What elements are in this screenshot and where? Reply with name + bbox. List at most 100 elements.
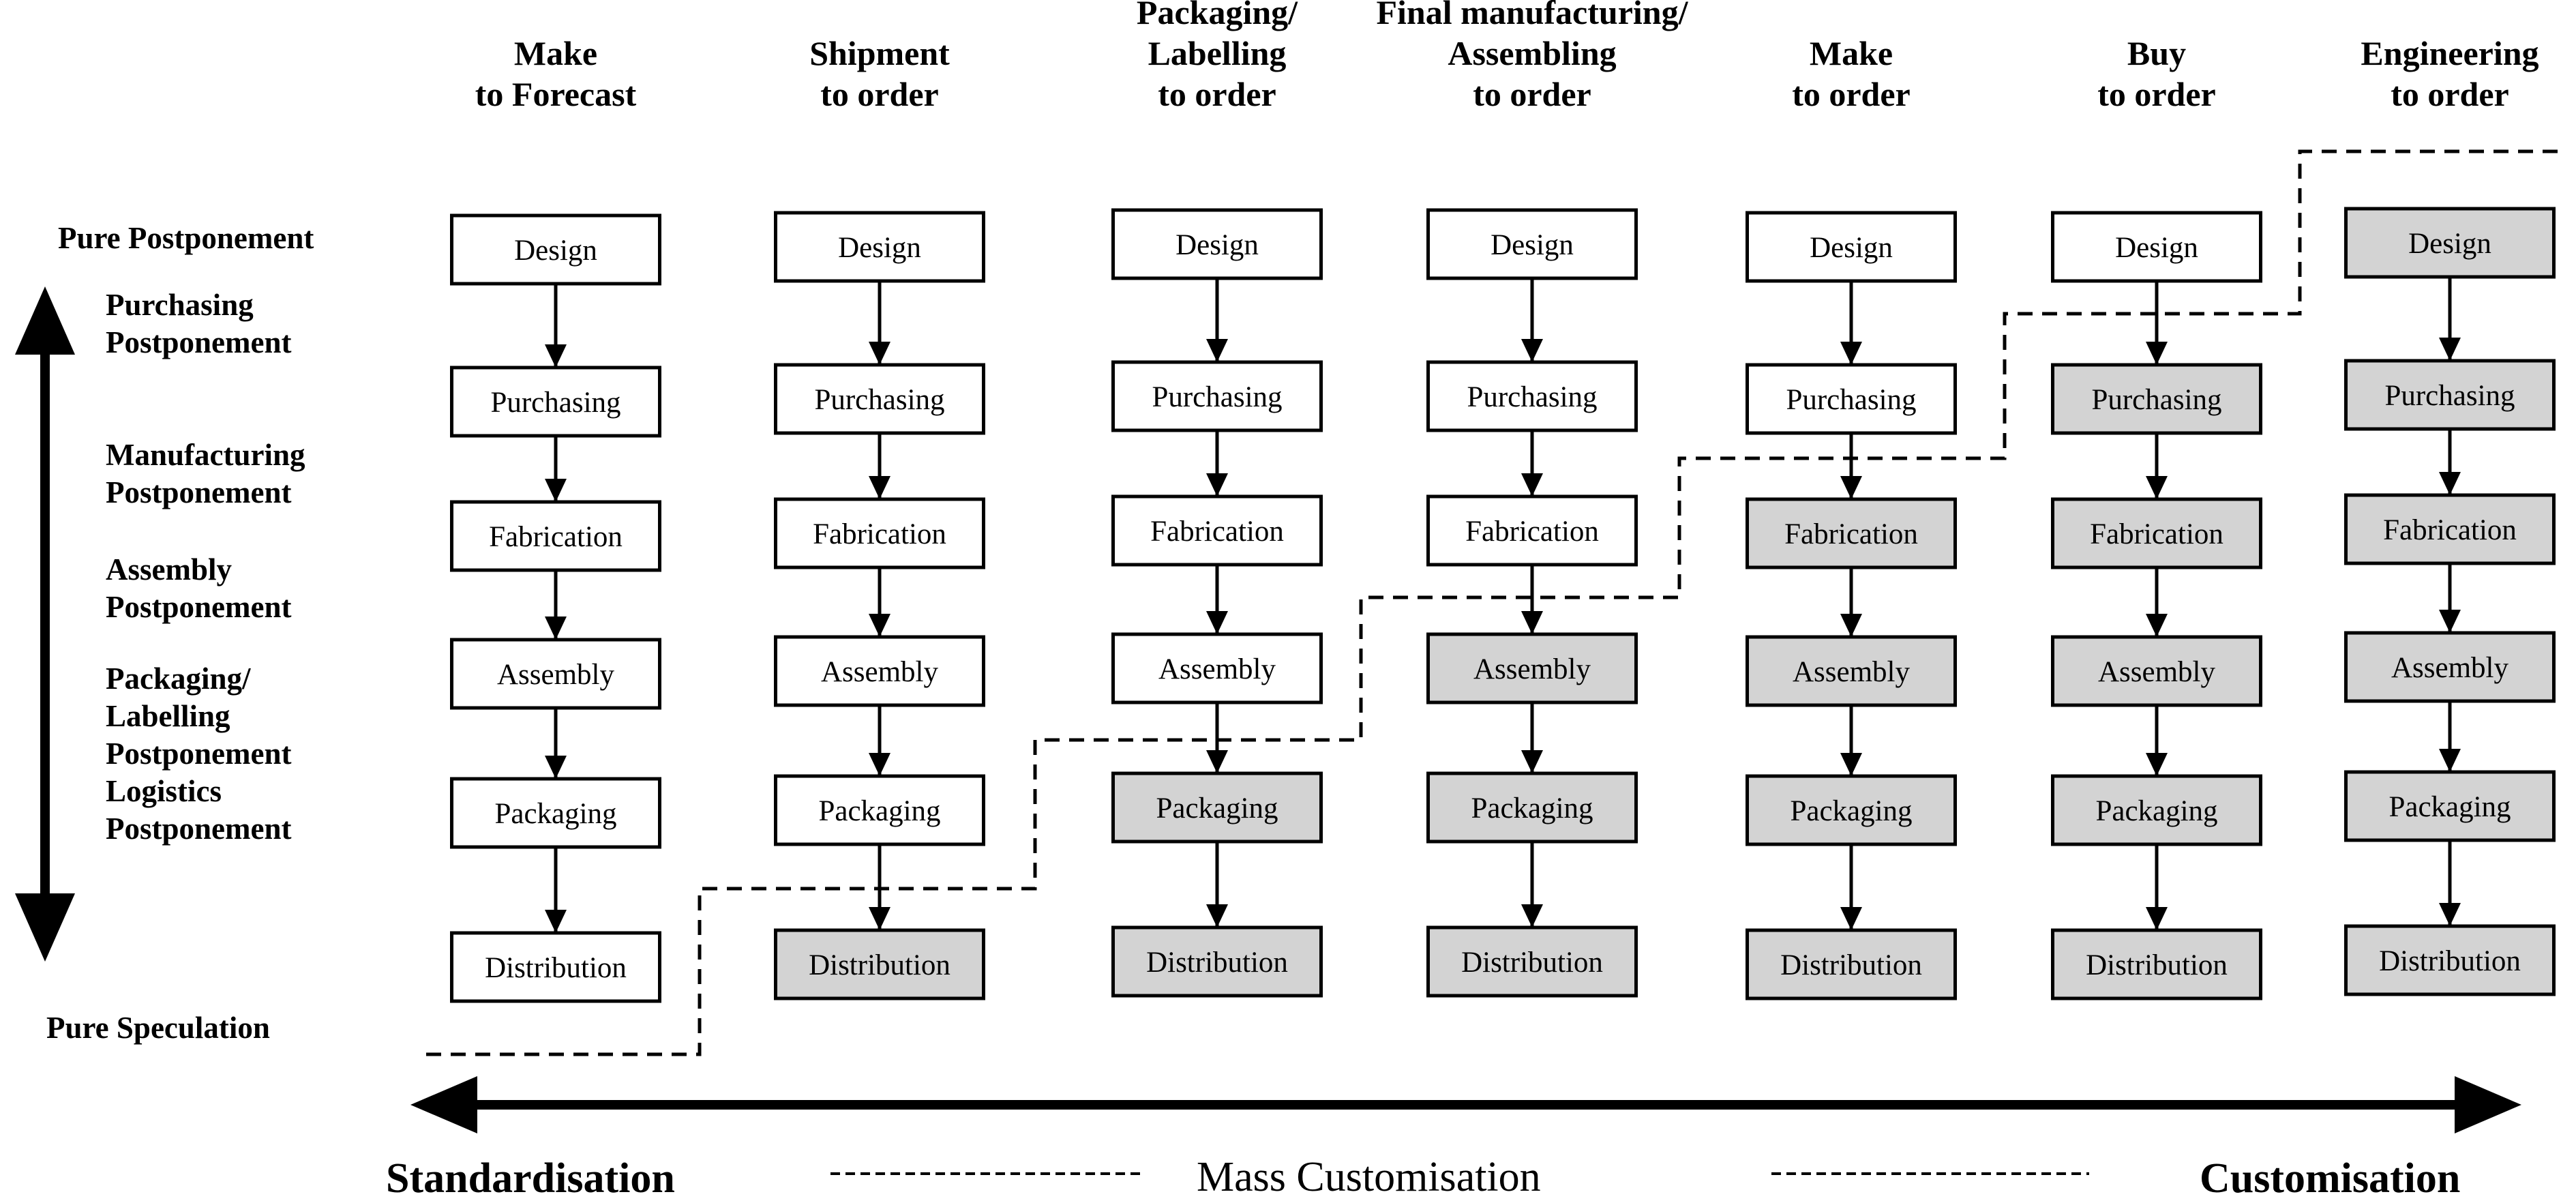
postponement-level-line: Postponement — [106, 475, 291, 509]
mass-customisation-label: Mass Customisation — [1197, 1154, 1541, 1200]
flow-arrowhead — [545, 344, 567, 368]
postponement-axis-arrow — [15, 286, 75, 962]
postponement-level-line: Postponement — [106, 812, 291, 846]
stage-box: Distribution — [2051, 928, 2262, 1000]
flow-arrowhead — [1521, 904, 1543, 927]
flow-arrowhead — [1206, 750, 1228, 773]
stage-box-label: Packaging — [494, 798, 616, 830]
stage-box-label: Design — [514, 235, 597, 267]
stage-box-rect — [774, 928, 985, 1000]
stage-box-label: Design — [1810, 232, 1893, 264]
stage-box: Packaging — [1111, 771, 1323, 844]
stage-box-rect — [1746, 928, 1957, 1000]
flow-arrowhead — [1521, 750, 1543, 773]
stage-box: Distribution — [1426, 925, 1638, 998]
stage-box-rect — [1111, 208, 1323, 280]
stage-box-label: Packaging — [2388, 791, 2511, 823]
flow-arrowhead — [869, 753, 890, 776]
stage-box-rect — [774, 363, 985, 435]
stage-box: Distribution — [2344, 924, 2556, 996]
postponement-level-line: Purchasing — [106, 288, 254, 322]
stage-box: Assembly — [2051, 635, 2262, 707]
stage-box-label: Distribution — [485, 952, 627, 984]
stage-box: Assembly — [774, 635, 985, 707]
column-title-line: to order — [2391, 75, 2509, 113]
stage-box: Purchasing — [1426, 360, 1638, 432]
stage-box-rect — [774, 211, 985, 283]
stage-box-label: Assembly — [2391, 652, 2509, 684]
flow-arrowhead — [869, 342, 890, 365]
column-title-line: Labelling — [1148, 34, 1287, 72]
stage-box: Purchasing — [1746, 363, 1957, 435]
flow-arrowhead — [869, 614, 890, 637]
stage-box: Design — [450, 213, 661, 286]
stage-box-label: Packaging — [1790, 795, 1912, 827]
stage-box-label: Distribution — [1146, 947, 1288, 979]
column-title-line: Assembling — [1448, 34, 1616, 72]
column-title-line: Make — [514, 34, 597, 72]
flow-arrowhead — [1206, 611, 1228, 634]
stage-box: Fabrication — [774, 497, 985, 569]
postponement-level-line: Postponement — [106, 325, 291, 359]
flow-arrowhead — [2439, 338, 2461, 361]
column-title-line: to order — [1792, 75, 1911, 113]
postponement-level-line: Packaging/ — [106, 662, 251, 696]
column-title-line: to order — [2097, 75, 2216, 113]
stage-box-label: Assembly — [2098, 656, 2216, 688]
stage-box: Packaging — [774, 774, 985, 846]
flow-arrowhead — [1521, 611, 1543, 634]
stage-box: Packaging — [2344, 770, 2556, 842]
stage-box-rect — [450, 777, 661, 849]
postponement-level-line: Manufacturing — [106, 438, 305, 472]
postponement-levels: Pure Postponement Pure Speculation Purch… — [46, 221, 314, 1045]
stage-box-rect — [2051, 211, 2262, 283]
stage-box: Packaging — [2051, 774, 2262, 846]
flow-arrowhead — [2146, 753, 2168, 776]
stage-box-label: Packaging — [818, 795, 940, 827]
stage-box-label: Design — [2408, 228, 2491, 260]
stage-box-label: Distribution — [2379, 945, 2521, 977]
stage-box: Packaging — [450, 777, 661, 849]
stage-box: Fabrication — [2344, 493, 2556, 565]
flow-arrowhead — [2146, 614, 2168, 637]
flow-arrowhead — [1840, 342, 1862, 365]
stage-box-label: Purchasing — [2091, 384, 2221, 416]
stage-box-rect — [1746, 363, 1957, 435]
flow-arrowhead — [869, 907, 890, 930]
flow-arrowhead — [545, 756, 567, 779]
flow-arrowhead — [2439, 472, 2461, 495]
postponement-level-line: Postponement — [106, 590, 291, 624]
stage-box-rect — [1426, 208, 1638, 280]
stage-box: Design — [774, 211, 985, 283]
flow-arrowhead — [1206, 904, 1228, 927]
pure-speculation-label: Pure Speculation — [46, 1011, 270, 1045]
column-title-line: Engineering — [2361, 34, 2538, 72]
stage-box: Packaging — [1746, 774, 1957, 846]
stage-box: Fabrication — [1111, 494, 1323, 567]
stage-box-rect — [1746, 211, 1957, 283]
column-title-line: Shipment — [809, 34, 950, 72]
postponement-level-line: Logistics — [106, 774, 222, 808]
stage-box-label: Packaging — [1471, 792, 1593, 825]
pure-postponement-label: Pure Postponement — [58, 221, 314, 255]
stage-box-rect — [450, 366, 661, 438]
flow-arrowhead — [2439, 903, 2461, 926]
column-title-line: Packaging/ — [1137, 0, 1298, 31]
flow-arrowhead — [2439, 749, 2461, 772]
stage-box: Packaging — [1426, 771, 1638, 844]
stage-box-label: Distribution — [2086, 949, 2228, 981]
stage-box: Distribution — [774, 928, 985, 1000]
stage-arrows — [545, 277, 2461, 933]
stage-box-label: Assembly — [821, 656, 939, 688]
postponement-level-line: Assembly — [106, 552, 233, 586]
stage-boxes: DesignPurchasingFabricationAssemblyPacka… — [450, 207, 2556, 1003]
